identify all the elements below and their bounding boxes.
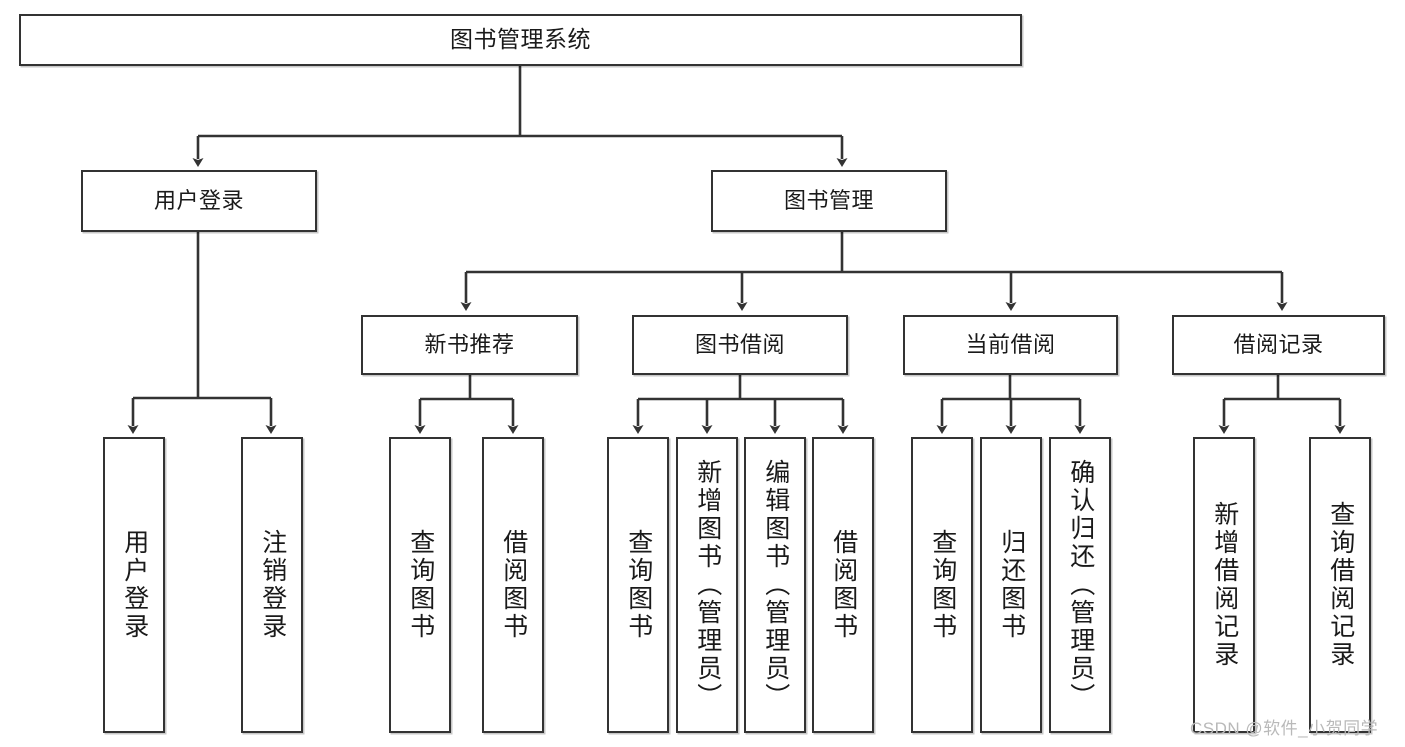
node-label: 注销登录: [258, 529, 287, 641]
leaf-query-book-borrow[interactable]: 查询图书: [607, 437, 669, 733]
node-borrow-record[interactable]: 借阅记录: [1172, 315, 1385, 375]
node-current-borrow[interactable]: 当前借阅: [903, 315, 1118, 375]
leaf-logout[interactable]: 注销登录: [241, 437, 303, 733]
leaf-add-borrow-record[interactable]: 新增借阅记录: [1193, 437, 1255, 733]
node-label: 图书管理系统: [450, 26, 591, 53]
node-user-login[interactable]: 用户登录: [81, 170, 317, 232]
node-label: 查询借阅记录: [1326, 501, 1355, 669]
node-label: 借阅图书: [499, 529, 528, 641]
leaf-user-login[interactable]: 用户登录: [103, 437, 165, 733]
node-label: 用户登录: [153, 187, 244, 213]
node-label: 查询图书: [928, 529, 957, 641]
csdn-watermark: CSDN @软件_小贺同学: [1190, 719, 1379, 738]
node-label: 编辑图书（管理员）: [761, 459, 790, 711]
leaf-query-borrow-record[interactable]: 查询借阅记录: [1309, 437, 1371, 733]
node-label: 借阅记录: [1233, 331, 1324, 357]
node-label: 借阅图书: [829, 529, 858, 641]
node-label: 当前借阅: [965, 331, 1056, 357]
node-new-book-recommend[interactable]: 新书推荐: [361, 315, 578, 375]
leaf-query-book-recommend[interactable]: 查询图书: [389, 437, 451, 733]
leaf-confirm-return-admin[interactable]: 确认归还（管理员）: [1049, 437, 1111, 733]
leaf-borrow-book-recommend[interactable]: 借阅图书: [482, 437, 544, 733]
node-label: 查询图书: [624, 529, 653, 641]
node-book-borrow[interactable]: 图书借阅: [632, 315, 848, 375]
node-label: 图书借阅: [694, 331, 785, 357]
node-book-management[interactable]: 图书管理: [711, 170, 947, 232]
node-label: 新增图书（管理员）: [693, 459, 722, 711]
leaf-edit-book-admin[interactable]: 编辑图书（管理员）: [744, 437, 806, 733]
node-root-system[interactable]: 图书管理系统: [19, 14, 1022, 66]
node-label: 用户登录: [120, 529, 149, 641]
node-label: 新增借阅记录: [1210, 501, 1239, 669]
leaf-borrow-book[interactable]: 借阅图书: [812, 437, 874, 733]
node-label: 确认归还（管理员）: [1066, 459, 1095, 711]
node-label: 归还图书: [997, 529, 1026, 641]
leaf-query-book-current[interactable]: 查询图书: [911, 437, 973, 733]
leaf-return-book[interactable]: 归还图书: [980, 437, 1042, 733]
leaf-add-book-admin[interactable]: 新增图书（管理员）: [676, 437, 738, 733]
node-label: 图书管理: [783, 187, 874, 213]
node-label: 查询图书: [406, 529, 435, 641]
node-label: 新书推荐: [424, 331, 515, 357]
